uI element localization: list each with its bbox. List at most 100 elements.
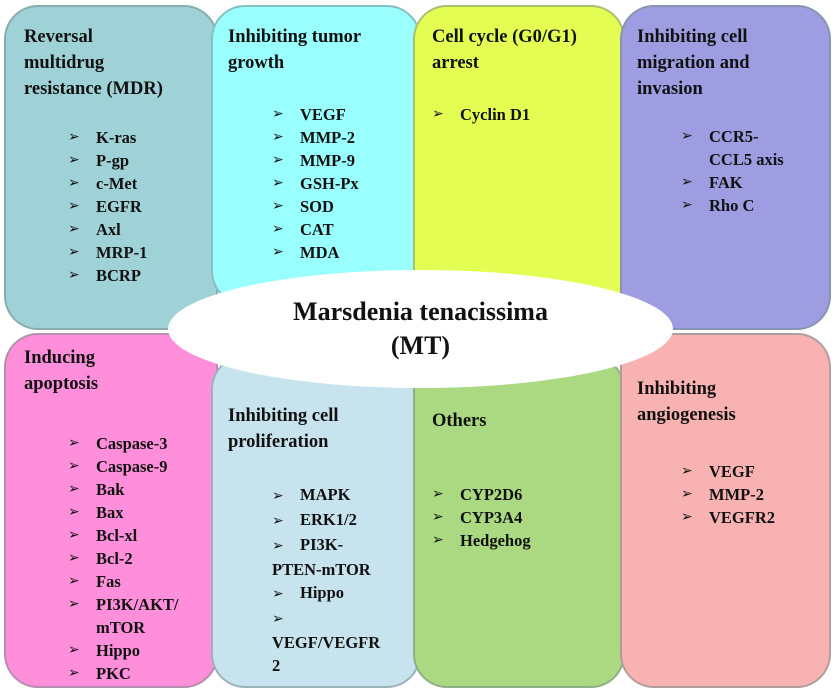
arrow-bullet-icon: ➢ xyxy=(432,509,444,525)
list-item: ➢Caspase-3 xyxy=(68,432,179,455)
list-item: ➢ERK1/2 xyxy=(272,508,380,533)
item-label: CYP3A4 xyxy=(460,508,523,527)
box-title: Inducing apoptosis xyxy=(24,348,99,394)
arrow-bullet-icon: ➢ xyxy=(272,106,284,122)
arrow-bullet-icon: ➢ xyxy=(68,504,80,520)
item-label: VEGF xyxy=(709,462,755,481)
item-label: EGFR xyxy=(96,197,142,216)
list-item: ➢MMP-2 xyxy=(681,483,775,506)
list-item: ➢ VEGF/VEGFR 2 xyxy=(272,606,380,677)
arrow-bullet-icon: ➢ xyxy=(272,129,284,145)
list-item: ➢ MAPK xyxy=(272,483,380,508)
arrow-bullet-icon: ➢ xyxy=(681,174,693,190)
item-label: ERK1/2 xyxy=(300,510,357,529)
item-list: ➢CCR5- CCL5 axis➢FAK➢Rho C xyxy=(681,125,784,217)
box-title: Inhibiting cell proliferation xyxy=(228,406,339,452)
list-item: ➢PI3K/AKT/ mTOR xyxy=(68,593,179,639)
center-title: Marsdenia tenacissima xyxy=(293,297,548,326)
list-item: ➢ Hippo xyxy=(68,639,179,662)
list-item: ➢Hippo xyxy=(272,581,380,606)
list-item: ➢Fas xyxy=(68,570,179,593)
item-label: SOD xyxy=(300,197,334,216)
box-migration xyxy=(620,5,831,330)
item-label: GSH-Px xyxy=(300,174,359,193)
list-item: ➢ Rho C xyxy=(681,194,784,217)
arrow-bullet-icon: ➢ xyxy=(68,481,80,497)
arrow-bullet-icon: ➢ xyxy=(68,642,80,658)
list-item: ➢ BCRP xyxy=(68,264,147,287)
item-list: ➢ CYP2D6 ➢ CYP3A4 ➢ Hedgehog xyxy=(432,483,531,552)
list-item: ➢ CAT xyxy=(272,218,359,241)
item-label: Bcl-xl xyxy=(96,526,138,545)
list-item: ➢ VEGFR2 xyxy=(681,506,775,529)
arrow-bullet-icon: ➢ xyxy=(681,197,693,213)
arrow-bullet-icon: ➢ xyxy=(432,532,444,548)
item-label: Caspase-3 xyxy=(96,434,168,453)
box-title: Reversal multidrug resistance (MDR) xyxy=(24,27,163,99)
arrow-bullet-icon: ➢ xyxy=(432,106,444,122)
list-item: ➢ CYP2D6 xyxy=(432,483,531,506)
box-title: Inhibiting angiogenesis xyxy=(637,379,736,425)
item-label: Axl xyxy=(96,220,121,239)
item-label: c-Met xyxy=(96,174,138,193)
item-label: Cyclin D1 xyxy=(460,105,531,124)
item-list: ➢K-ras➢P-gp➢c-Met➢EGFR➢Axl➢MRP-1➢BCRP xyxy=(68,126,147,287)
list-item: ➢ CYP3A4 xyxy=(432,506,531,529)
arrow-bullet-icon: ➢ xyxy=(272,175,284,191)
item-list: ➢ Cyclin D1 xyxy=(432,103,530,126)
arrow-bullet-icon: ➢ xyxy=(272,586,284,602)
list-item: ➢ Axl xyxy=(68,218,147,241)
list-item: ➢Bax xyxy=(68,501,179,524)
item-label: Hippo xyxy=(96,641,141,660)
list-item: ➢P-gp xyxy=(68,149,147,172)
item-label: MMP-2 xyxy=(709,485,764,504)
list-item: ➢ Cyclin D1 xyxy=(432,103,530,126)
list-item: ➢c-Met xyxy=(68,172,147,195)
box-title: Others xyxy=(432,411,487,431)
arrow-bullet-icon: ➢ xyxy=(68,527,80,543)
list-item: ➢ GSH-Px xyxy=(272,172,359,195)
list-item: ➢ PKC xyxy=(68,662,179,685)
arrow-bullet-icon: ➢ xyxy=(68,221,80,237)
arrow-bullet-icon: ➢ xyxy=(681,509,693,525)
item-label: CAT xyxy=(300,220,334,239)
item-list: ➢VEGF➢MMP-2➢MMP-9➢GSH-Px➢SOD➢CAT➢MDA xyxy=(272,103,359,264)
item-label: VEGFR2 xyxy=(709,508,775,527)
box-title: Inhibiting tumor growth xyxy=(228,27,362,73)
item-label: PI3K- PTEN-mTOR xyxy=(272,535,371,579)
arrow-bullet-icon: ➢ xyxy=(272,198,284,214)
item-label: FAK xyxy=(709,173,743,192)
arrow-bullet-icon: ➢ xyxy=(68,665,80,681)
list-item: ➢ FAK xyxy=(681,171,784,194)
list-item: ➢MMP-2 xyxy=(272,126,359,149)
arrow-bullet-icon: ➢ xyxy=(68,129,80,145)
item-label: K-ras xyxy=(96,128,137,147)
center-ellipse: Marsdenia tenacissima (MT) xyxy=(168,270,673,388)
item-label: MMP-9 xyxy=(300,151,355,170)
item-label: BCRP xyxy=(96,266,141,285)
arrow-bullet-icon: ➢ xyxy=(432,486,444,502)
item-label: MDA xyxy=(300,243,340,262)
box-others xyxy=(413,355,625,688)
box-title: Cell cycle (G0/G1) arrest xyxy=(432,27,577,73)
center-subtitle: (MT) xyxy=(390,331,451,360)
arrow-bullet-icon: ➢ xyxy=(68,267,80,283)
list-item: ➢VEGF xyxy=(681,460,775,483)
item-label: Bcl-2 xyxy=(96,549,133,568)
arrow-bullet-icon: ➢ xyxy=(272,611,284,627)
item-label: VEGF xyxy=(300,105,346,124)
item-label: CYP2D6 xyxy=(460,485,523,504)
item-label: VEGF/VEGFR 2 xyxy=(272,633,381,675)
arrow-bullet-icon: ➢ xyxy=(68,244,80,260)
arrow-bullet-icon: ➢ xyxy=(68,573,80,589)
arrow-bullet-icon: ➢ xyxy=(272,221,284,237)
box-mdr xyxy=(4,5,218,330)
item-label: Hedgehog xyxy=(460,531,531,550)
item-label: Rho C xyxy=(709,196,755,215)
item-label: PKC xyxy=(96,664,131,683)
arrow-bullet-icon: ➢ xyxy=(68,550,80,566)
item-label: MAPK xyxy=(300,485,351,504)
list-item: ➢ SOD xyxy=(272,195,359,218)
arrow-bullet-icon: ➢ xyxy=(272,488,284,504)
item-label: P-gp xyxy=(96,151,129,170)
